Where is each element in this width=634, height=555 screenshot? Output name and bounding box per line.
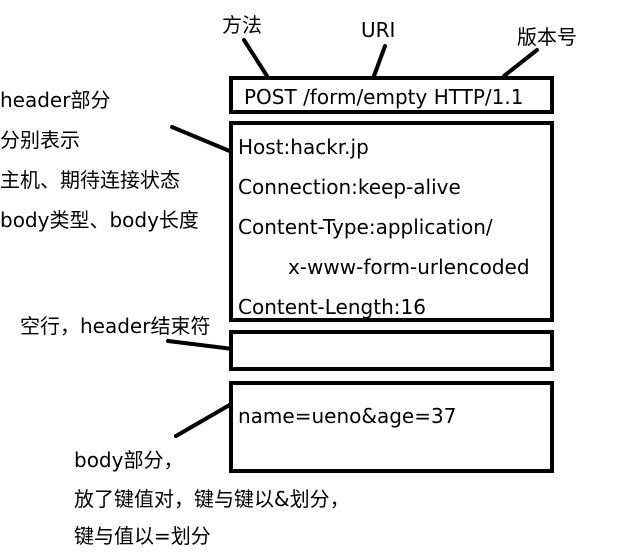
headers-box: Host:hackr.jp Connection:keep-alive Cont… (229, 121, 554, 322)
empty-line-arrow (166, 339, 235, 351)
header-content-length: Content-Length:16 (238, 295, 426, 319)
header-arrow (170, 125, 234, 154)
version-label: 版本号 (517, 25, 577, 49)
header-note-line2: 分别表示 (0, 128, 80, 152)
method-label: 方法 (222, 13, 262, 37)
body-text: name=ueno&age=37 (238, 404, 457, 428)
body-arrow (174, 401, 235, 438)
header-content-type: Content-Type:application/ (238, 215, 493, 239)
empty-line-note: 空行，header结束符 (20, 314, 211, 338)
header-connection: Connection:keep-alive (238, 175, 461, 199)
uri-label: URI (361, 18, 396, 42)
request-line-box: POST /form/empty HTTP/1.1 (229, 76, 554, 114)
method-arrow (242, 38, 269, 78)
header-content-type-cont: x-www-form-urlencoded (288, 255, 530, 279)
header-note-line1: header部分 (0, 88, 111, 112)
uri-arrow (372, 44, 387, 78)
body-box: name=ueno&age=37 (229, 381, 554, 473)
header-host: Host:hackr.jp (238, 135, 369, 159)
request-line-text: POST /form/empty HTTP/1.1 (244, 85, 524, 109)
header-note-line3: 主机、期待连接状态 (0, 168, 180, 192)
body-note-line1: body部分， (74, 448, 184, 472)
empty-line-box (229, 330, 554, 371)
body-note-line2: 放了键值对，键与键以&划分， (74, 487, 350, 511)
version-arrow (502, 48, 539, 78)
body-note-line3: 键与值以=划分 (74, 524, 211, 548)
header-note-line4: body类型、body长度 (0, 208, 199, 232)
